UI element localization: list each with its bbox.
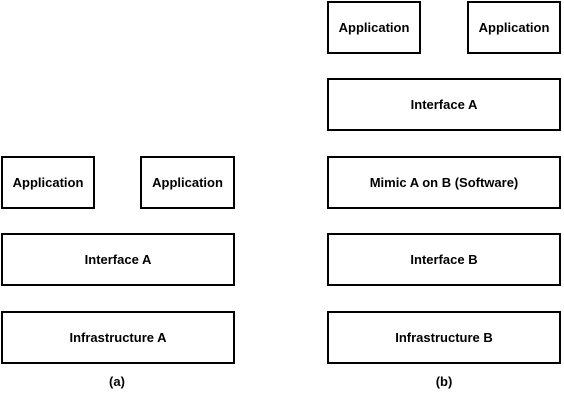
diagram-b-caption: (b) [435,374,453,389]
infrastructure-a-box: Infrastructure A [1,311,235,364]
mimic-layer-box: Mimic A on B (Software) [327,156,561,209]
application-box: Application [327,1,421,54]
interface-b-box: Interface B [327,233,561,286]
interface-a-box: Interface A [1,233,235,286]
application-box: Application [467,1,561,54]
interface-a-box: Interface A [327,78,561,131]
application-box: Application [140,156,235,209]
diagram-a-caption: (a) [109,374,125,389]
infrastructure-b-box: Infrastructure B [327,311,561,364]
application-box: Application [1,156,95,209]
